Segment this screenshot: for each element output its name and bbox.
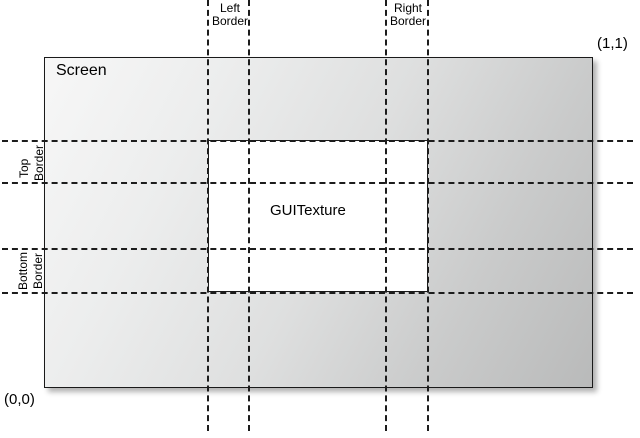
right-border-label-line1: Right [393,1,422,15]
guide-line-right-border-outer [427,0,429,431]
right-border-label-line2: Border [389,13,427,28]
guide-line-left-border-outer [207,0,209,431]
left-border-label-line1: Left [219,1,240,15]
guide-line-top-border-inner [2,182,633,184]
bottom-border-label-line2: Border [31,252,45,289]
top-border-label-line1: Top [17,158,31,178]
screen-label: Screen [56,62,107,79]
top-border-label-line2: Border [32,144,46,181]
right-border-label: Right Border [388,2,428,28]
bottom-border-label-line1: Bottom [16,251,30,290]
guide-line-right-border-inner [385,0,387,431]
guide-line-left-border-inner [248,0,250,431]
left-border-label: Left Border [211,2,249,28]
guide-line-bottom-border-outer [2,292,633,294]
guitexture-rectangle [208,140,428,292]
guitexture-label: GUITexture [270,202,346,219]
left-border-label-line2: Border [211,13,249,28]
guide-line-bottom-border-inner [2,248,633,250]
guide-line-top-border-outer [2,140,633,142]
coordinate-label-top-right: (1,1) [597,35,628,52]
coordinate-label-bottom-left: (0,0) [4,391,35,408]
